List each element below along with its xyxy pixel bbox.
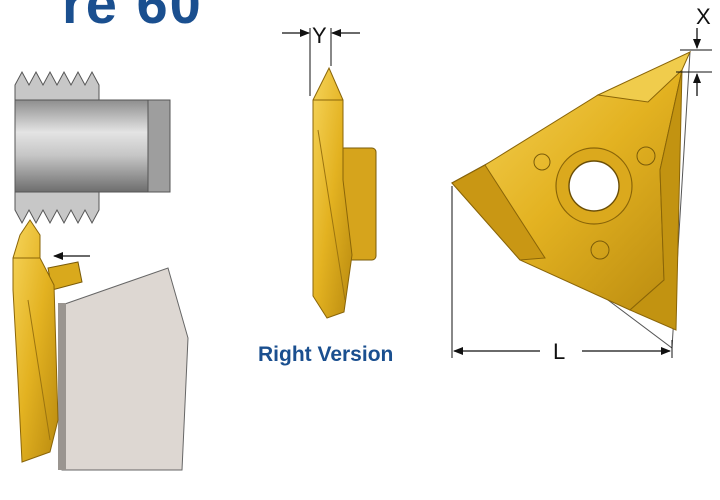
screw-dot-bottom xyxy=(590,240,610,260)
insert-side-view: Y xyxy=(282,23,377,319)
threaded-workpiece xyxy=(14,70,171,225)
workpiece-shaft xyxy=(14,99,171,193)
thread-teeth-top xyxy=(14,70,100,101)
tool-holder xyxy=(47,261,189,471)
center-hole xyxy=(568,160,620,212)
insert-side-body xyxy=(312,66,353,319)
screw-dot-right xyxy=(636,146,656,166)
workpiece-end-face xyxy=(147,99,171,193)
insert-left-body xyxy=(12,219,59,463)
thread-teeth-bottom xyxy=(14,191,100,225)
insert-bevel-right xyxy=(629,69,683,331)
l-dimension-label: L xyxy=(553,339,565,364)
page-title-fragment: re 60 xyxy=(62,0,203,35)
x-dimension-label: X xyxy=(696,4,711,29)
insert-bevel-left xyxy=(451,164,546,261)
triangular-insert: L X xyxy=(451,4,712,364)
screw-dot-left xyxy=(533,153,551,171)
insert-side-facet-2 xyxy=(317,129,346,301)
right-version-caption: Right Version xyxy=(258,343,394,366)
holder-shadow xyxy=(58,303,66,470)
y-dimension-label: Y xyxy=(312,23,327,48)
insert-left-facet xyxy=(27,299,51,441)
holder-body xyxy=(61,267,189,471)
threading-insert-left xyxy=(12,219,90,463)
